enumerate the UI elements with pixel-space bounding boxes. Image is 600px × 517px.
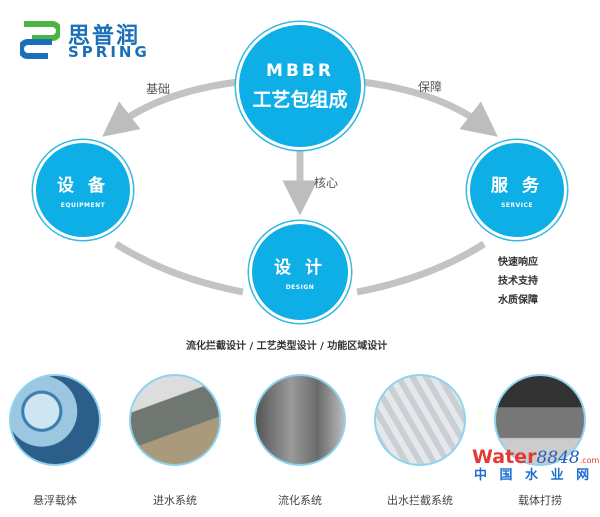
watermark-num: 8848	[536, 448, 580, 468]
arrow-left	[102, 78, 239, 137]
service-item: 技术支持	[498, 276, 538, 287]
photo-outlet-screen	[374, 374, 466, 466]
center-line1: MBBR	[266, 60, 334, 81]
arc-right	[356, 241, 486, 296]
arrow-label-left: 基础	[146, 82, 171, 96]
photo-fluidization	[254, 374, 346, 466]
node-design: 设 计 DESIGN	[249, 221, 351, 323]
center-node-mbbr: MBBR 工艺包组成	[236, 22, 364, 150]
logo-cn: 思普润	[68, 24, 141, 49]
node-subtitle: EQUIPMENT	[60, 202, 106, 209]
node-subtitle: DESIGN	[285, 284, 315, 291]
arrow-label-right: 保障	[418, 80, 443, 94]
watermark: Water8848.com 中 国 水 业 网	[472, 446, 600, 490]
photo-label: 悬浮载体	[33, 494, 77, 507]
node-title: 服 务	[491, 176, 543, 196]
node-service: 服 务 SERVICE	[467, 140, 567, 240]
node-subtitle: SERVICE	[501, 202, 533, 209]
watermark-brand: Water	[472, 446, 537, 468]
service-item: 水质保障	[498, 295, 538, 306]
photo-carrier	[9, 374, 101, 466]
service-item: 快速响应	[498, 257, 538, 268]
logo-en: SPRING	[68, 43, 150, 61]
photo-label: 载体打捞	[518, 494, 562, 507]
arrow-right	[361, 78, 498, 137]
node-title: 设 备	[57, 176, 109, 196]
node-equipment: 设 备 EQUIPMENT	[33, 140, 133, 240]
logo-mark-icon	[20, 21, 60, 59]
photo-label: 出水拦截系统	[387, 494, 453, 507]
photo-carrier-salvage	[494, 374, 586, 466]
photo-label: 进水系统	[153, 494, 197, 507]
logo: 思普润 SPRING	[20, 18, 180, 61]
photo-inlet	[129, 374, 221, 466]
photo-label: 流化系统	[278, 494, 322, 507]
watermark-cn: 中 国 水 业 网	[474, 468, 594, 483]
design-note: 流化拦截设计 / 工艺类型设计 / 功能区域设计	[186, 341, 388, 352]
arc-left	[114, 241, 244, 296]
arrow-label-down: 核心	[314, 176, 339, 190]
watermark-com: .com	[579, 456, 600, 465]
node-title: 设 计	[274, 258, 326, 278]
center-line2: 工艺包组成	[252, 88, 348, 111]
